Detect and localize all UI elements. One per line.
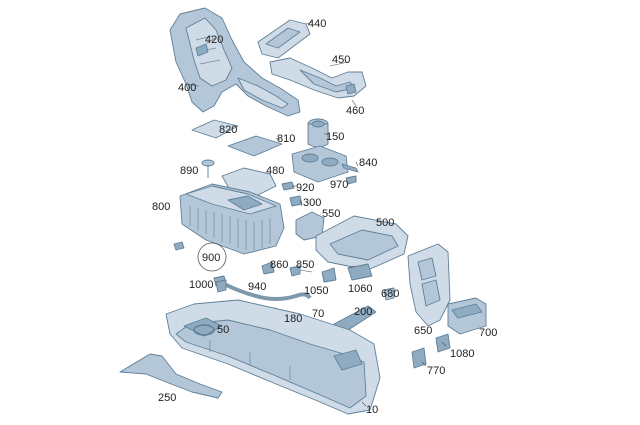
callout-970: 970 <box>330 179 348 191</box>
callout-460: 460 <box>346 105 364 117</box>
leader-lines <box>185 21 447 407</box>
callout-770: 770 <box>427 365 445 377</box>
part-cupholder-body <box>291 145 349 183</box>
callout-labels: 440 420 450 400 460 820 150 810 890 840 … <box>152 18 497 416</box>
part-810-mat <box>227 135 283 157</box>
callout-810: 810 <box>277 133 295 145</box>
callout-890: 890 <box>180 165 198 177</box>
part-700-unit <box>447 297 487 335</box>
part-890-knob <box>201 159 215 178</box>
part-250-trim <box>119 353 223 399</box>
part-770-switch <box>411 347 427 369</box>
callout-200: 200 <box>354 306 372 318</box>
callout-850: 850 <box>296 259 314 271</box>
part-1060-bracket <box>347 263 373 281</box>
callout-180: 180 <box>284 313 302 325</box>
callout-1000: 1000 <box>189 279 213 291</box>
part-650-bezel <box>407 243 451 327</box>
part-1000-connector <box>215 279 227 293</box>
part-500-armrest <box>315 215 409 271</box>
part-420-clip <box>195 37 216 57</box>
part-800-storage-box <box>179 183 285 255</box>
part-400-trim-frame <box>169 7 301 117</box>
callout-900: 900 <box>202 252 220 264</box>
callout-420: 420 <box>205 34 223 46</box>
part-300-bracket <box>289 195 303 207</box>
part-1050-connector <box>321 267 337 283</box>
callout-860: 860 <box>270 259 288 271</box>
callout-480: 480 <box>266 165 284 177</box>
part-820-mat <box>191 119 239 139</box>
callout-250: 250 <box>158 392 176 404</box>
callout-300: 300 <box>303 197 321 209</box>
part-460-switch <box>345 83 357 95</box>
callout-440: 440 <box>308 18 326 30</box>
callout-550: 550 <box>322 208 340 220</box>
callout-400: 400 <box>178 82 196 94</box>
callout-150: 150 <box>326 131 344 143</box>
callout-700: 700 <box>479 327 497 339</box>
callout-70: 70 <box>312 308 324 320</box>
callout-500: 500 <box>376 217 394 229</box>
part-680-switch <box>383 287 395 301</box>
callout-1050: 1050 <box>304 285 328 297</box>
part-970-clip <box>345 175 357 185</box>
callout-940: 940 <box>248 281 266 293</box>
part-440-cover <box>257 19 311 59</box>
callout-1060: 1060 <box>348 283 372 295</box>
part-50-ring <box>193 324 215 336</box>
callout-680: 680 <box>381 288 399 300</box>
callout-820: 820 <box>219 124 237 136</box>
part-10-console-body <box>165 299 381 415</box>
part-850-connector <box>289 265 313 277</box>
callout-1080: 1080 <box>450 348 474 360</box>
part-920-clip <box>281 181 295 191</box>
callout-10: 10 <box>366 404 378 416</box>
callout-840: 840 <box>359 157 377 169</box>
part-900-connector <box>173 241 227 272</box>
part-860-connector <box>261 261 275 275</box>
callout-650: 650 <box>414 325 432 337</box>
callout-450: 450 <box>332 54 350 66</box>
callout-800: 800 <box>152 201 170 213</box>
part-150-cup <box>307 118 329 148</box>
part-840-pin <box>341 163 359 173</box>
callout-50: 50 <box>217 324 229 336</box>
callout-920: 920 <box>296 182 314 194</box>
